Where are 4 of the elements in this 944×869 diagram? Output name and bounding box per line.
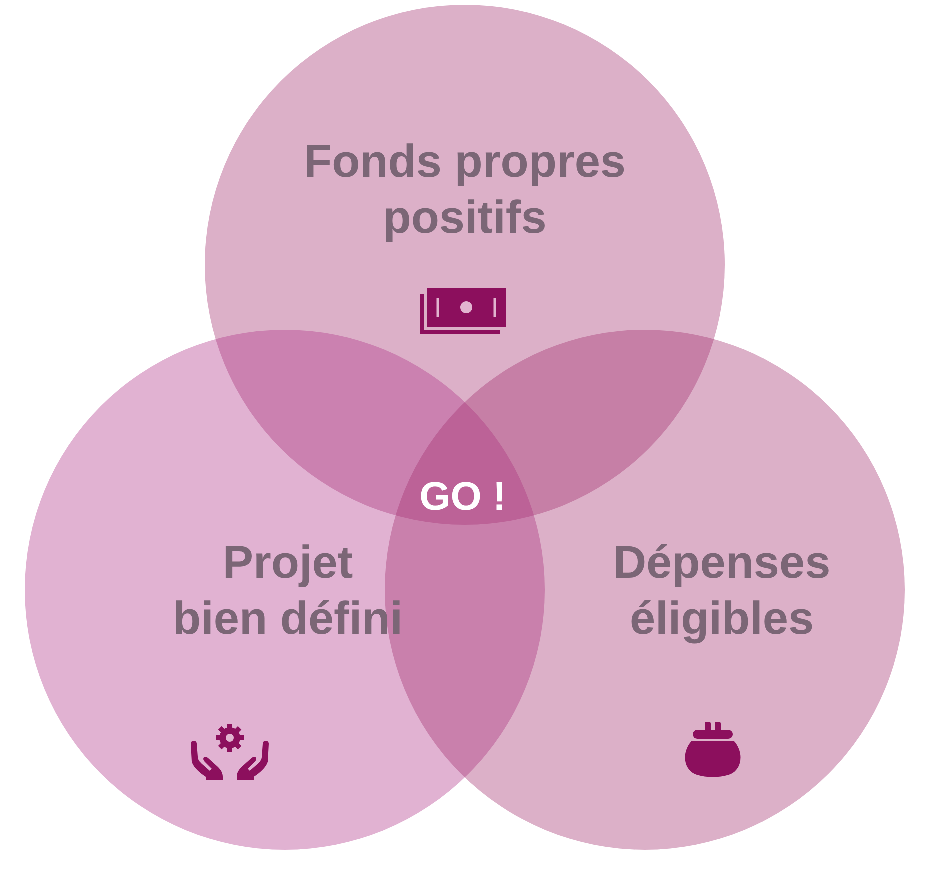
circle-label: Dépenses éligibles <box>612 535 832 646</box>
circle-label: Fonds propres positifs <box>302 134 628 245</box>
intersection-label: GO ! <box>400 468 526 526</box>
circle-label: Projet bien défini <box>172 535 404 646</box>
